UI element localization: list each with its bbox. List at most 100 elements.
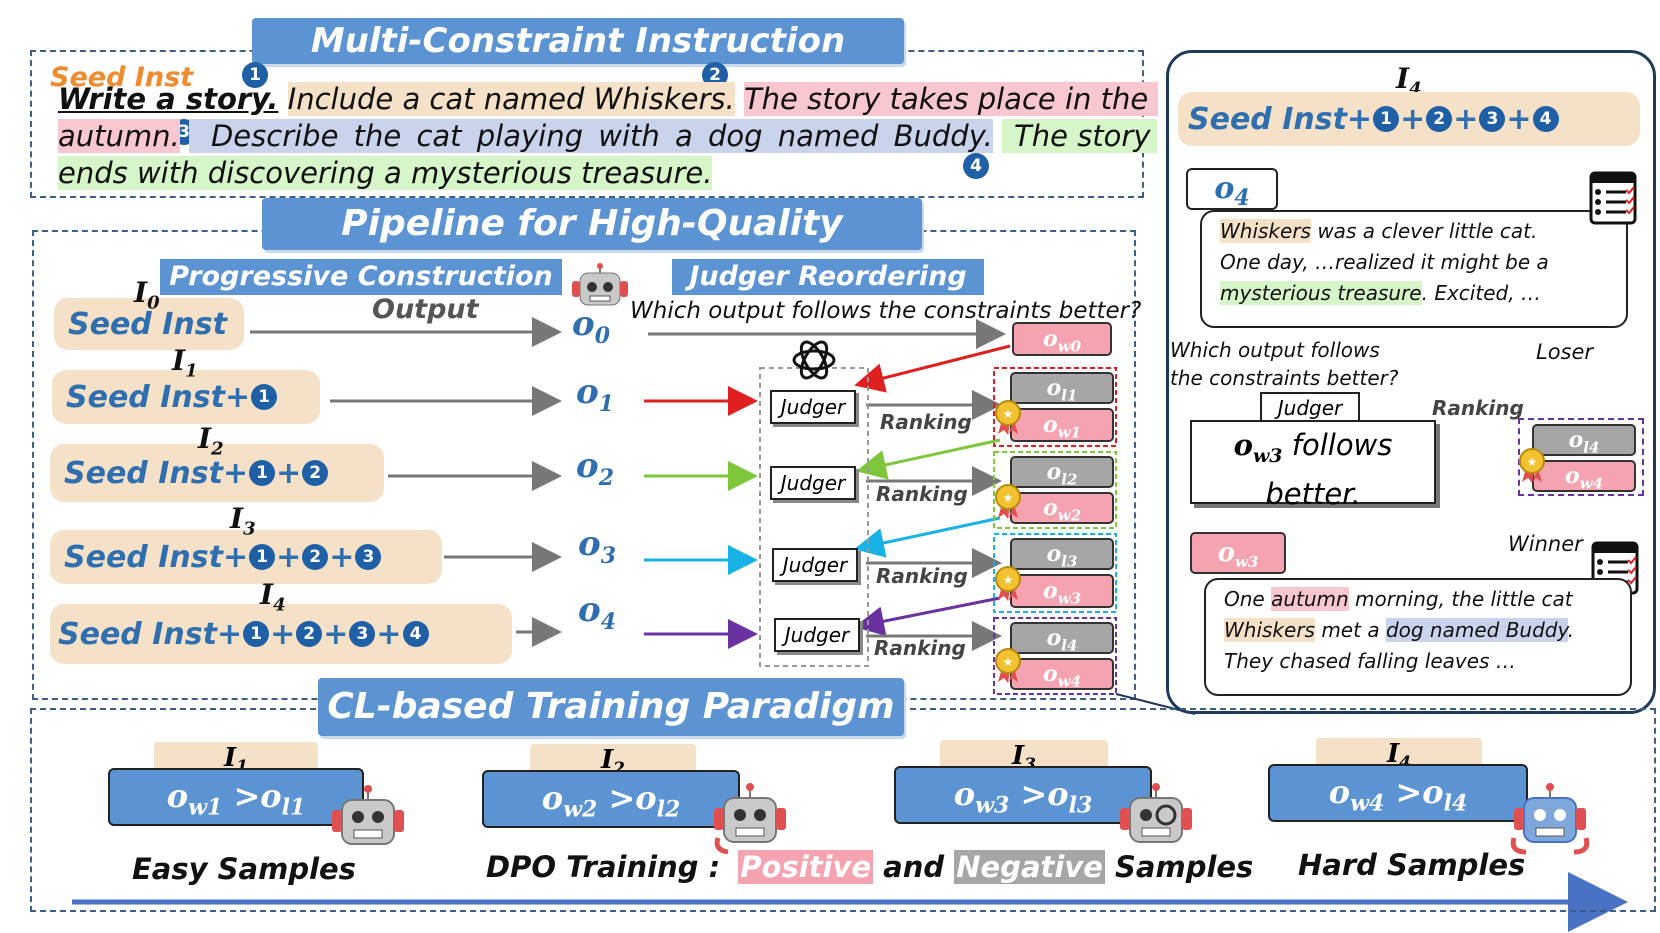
instruction-line-1: Write a story. Include a cat named Whisk… xyxy=(58,82,1159,117)
marker-4: 4 xyxy=(402,621,429,647)
medal-icon: ★ xyxy=(995,648,1021,683)
zoom-ol4-pill: ol4 xyxy=(1532,424,1636,456)
constraint-4b: ends with discovering a mysterious treas… xyxy=(58,156,713,190)
o-label-1: o1 xyxy=(576,372,614,417)
instruction-line-2: autumn. Describe the cat playing with a … xyxy=(58,119,1157,154)
judger-box-1: Judger xyxy=(770,390,856,424)
zoom-o4-card: Whiskers was a clever little cat. One da… xyxy=(1200,210,1628,328)
marker-2: 2 xyxy=(296,621,323,647)
ranking-label-1: Ranking xyxy=(880,410,972,434)
question-label: Which output follows the constraints bet… xyxy=(630,298,1142,324)
judger-reordering-label: Judger Reordering xyxy=(672,259,984,295)
stage-3-pair: ow3 >ol3 xyxy=(894,766,1152,824)
medal-icon: ★ xyxy=(995,484,1021,519)
checklist-icon xyxy=(1589,171,1637,225)
ranking-label-3: Ranking xyxy=(876,564,968,588)
seed-text-0: Seed Inst xyxy=(68,306,227,342)
cl-title: CL-based Training Paradigm xyxy=(318,678,904,736)
negative-label: Negative xyxy=(954,850,1105,884)
seed-box-2: Seed Inst+1+2 xyxy=(50,444,384,502)
loser-label: Loser xyxy=(1536,340,1594,364)
marker-1: 1 xyxy=(249,460,276,486)
seed-box-1: Seed Inst+1 xyxy=(52,370,320,424)
medal-icon: ★ xyxy=(995,566,1021,601)
marker-1: 1 xyxy=(249,544,276,570)
marker-1: 1 xyxy=(242,62,268,88)
svg-text:★: ★ xyxy=(1527,455,1538,469)
robot-icon xyxy=(332,785,404,845)
easy-samples-label: Easy Samples xyxy=(132,852,356,886)
ow4-pill: ow4 xyxy=(1010,658,1114,690)
zoom-judger-box: Judger xyxy=(1260,392,1360,424)
judger-box-4: Judger xyxy=(774,618,860,652)
ow0-pill: ow0 xyxy=(1012,322,1112,356)
judger-box-3: Judger xyxy=(772,548,858,582)
winner-label: Winner xyxy=(1508,532,1583,556)
zoom-verdict-box: ow3 follows better. xyxy=(1190,420,1436,511)
progressive-construction-label: Progressive Construction xyxy=(160,259,562,295)
o-label-2: o2 xyxy=(576,446,614,491)
write-a-story: Write a story. xyxy=(58,82,279,116)
constraint-3: Describe the cat playing with a dog name… xyxy=(188,119,993,153)
zoom-seed-text: Seed Inst+ xyxy=(1188,101,1373,137)
hard-samples-label: Hard Samples xyxy=(1298,848,1526,882)
stage-4-pair: ow4 >ol4 xyxy=(1268,764,1528,822)
medal-icon: ★ xyxy=(995,400,1021,435)
seed-text-3: Seed Inst xyxy=(64,539,223,575)
ol2-pill: ol2 xyxy=(1010,456,1114,488)
marker-1: 1 xyxy=(251,384,278,410)
output-label: Output xyxy=(372,294,479,325)
ol1-pill: ol1 xyxy=(1010,372,1114,404)
i-label-3: I3 xyxy=(230,502,256,540)
o-label-4: o4 xyxy=(578,590,616,635)
i-label-0: I0 xyxy=(134,276,160,314)
seed-box-0: Seed Inst xyxy=(54,298,244,350)
robot-icon xyxy=(1510,783,1590,855)
dpo-training-label: DPO Training : Positive and Negative Sam… xyxy=(486,850,1254,884)
ol3-pill: ol3 xyxy=(1010,538,1114,570)
seed-box-3: Seed Inst+1+2+3 xyxy=(50,530,442,584)
svg-text:★: ★ xyxy=(1003,655,1014,669)
positive-label: Positive xyxy=(738,850,874,884)
i-label-1: I1 xyxy=(172,344,198,382)
marker-2: 2 xyxy=(302,460,329,486)
zoom-o3-card: One autumn morning, the little cat Whisk… xyxy=(1204,578,1632,696)
marker-3: 3 xyxy=(349,621,376,647)
constraint-2b: autumn. xyxy=(58,119,180,153)
zoom-seed-box: Seed Inst+1+2+3+4 xyxy=(1178,92,1640,146)
o-label-0: o0 xyxy=(572,304,610,349)
marker-4: 4 xyxy=(963,153,989,179)
svg-text:★: ★ xyxy=(1003,573,1014,587)
and-label: and xyxy=(883,850,945,884)
samples-label: Samples xyxy=(1115,850,1254,884)
judger-box-2: Judger xyxy=(770,466,856,500)
marker-1: 1 xyxy=(243,621,270,647)
ow2-pill: ow2 xyxy=(1010,492,1114,524)
robot-icon xyxy=(714,783,786,855)
medal-icon: ★ xyxy=(1519,448,1545,483)
seed-text-4: Seed Inst xyxy=(58,616,217,652)
svg-text:★: ★ xyxy=(1003,407,1014,421)
i-label-2: I2 xyxy=(198,422,224,460)
constraint-2a: The story takes place in the xyxy=(743,82,1159,116)
i-label-4: I4 xyxy=(260,578,286,616)
ranking-label-2: Ranking xyxy=(876,482,968,506)
zoom-rank-frame xyxy=(1518,418,1644,496)
seed-box-4: Seed Inst+1+2+3+4 xyxy=(50,604,512,664)
o-label-3: o3 xyxy=(578,524,616,569)
stage-1-pair: ow1 >ol1 xyxy=(108,768,364,826)
instruction-line-3: ends with discovering a mysterious treas… xyxy=(58,156,713,191)
openai-icon xyxy=(792,340,836,380)
zoom-o4-box: o4 xyxy=(1186,168,1278,211)
marker-2: 2 xyxy=(302,544,329,570)
zoom-ow3-pill: ow3 xyxy=(1190,532,1286,574)
ol4-pill: ol4 xyxy=(1010,622,1114,654)
constraint-1: Include a cat named Whiskers. xyxy=(287,82,735,116)
stage-2-pair: ow2 >ol2 xyxy=(482,770,740,828)
zoom-ranking-label: Ranking xyxy=(1432,396,1524,420)
ranking-label-4: Ranking xyxy=(874,636,966,660)
marker-3: 3 xyxy=(355,544,382,570)
top-title: Multi-Constraint Instruction xyxy=(252,18,904,64)
